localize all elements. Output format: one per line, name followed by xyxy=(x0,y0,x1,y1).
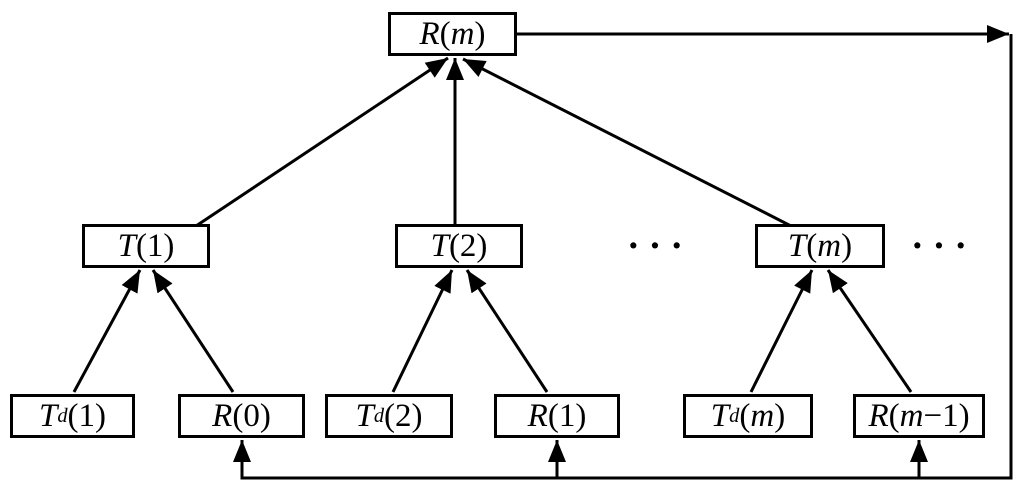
feedback-loop-to-r0 xyxy=(233,34,1013,480)
node-label-segment: m xyxy=(750,397,775,434)
node-label-segment: T xyxy=(787,227,807,264)
node-label-segment: T xyxy=(38,397,58,434)
node-label-segment: (1) xyxy=(135,227,175,264)
arrow-r1-to-t2 xyxy=(465,269,549,393)
arrow-group xyxy=(72,25,1013,480)
node-label-segment: T xyxy=(355,397,374,434)
node-label-segment: R xyxy=(868,397,889,434)
arrow-tdm-to-tm xyxy=(749,269,814,393)
node-r-1: R(1) xyxy=(494,394,620,438)
node-r-m-1: R(m−1) xyxy=(853,394,985,438)
node-label-segment: R xyxy=(527,397,548,434)
node-label-segment: (1) xyxy=(547,397,587,434)
node-label-segment: m xyxy=(899,397,924,434)
node-label-segment: (2) xyxy=(384,397,423,434)
arrow-td1-to-t1 xyxy=(72,269,142,393)
node-label-segment: ( xyxy=(739,397,751,434)
arrow-td2-to-t2 xyxy=(391,269,454,393)
node-t-m: T(m) xyxy=(755,224,885,268)
node-label-segment: ( xyxy=(888,397,900,434)
node-label-segment: T xyxy=(710,397,730,434)
ellipsis-right: ··· xyxy=(910,225,977,267)
node-label-segment: ) xyxy=(474,15,486,52)
node-label-segment: ) xyxy=(841,227,853,264)
node-label-segment: (1) xyxy=(67,397,107,434)
node-label-segment: T xyxy=(430,227,449,264)
node-label-segment: T xyxy=(117,227,136,264)
node-r-0: R(0) xyxy=(178,394,305,438)
node-label-segment: −1) xyxy=(923,397,970,434)
node-label-segment: ( xyxy=(439,15,451,52)
arrow-t1-to-rm xyxy=(195,56,449,228)
node-label-segment: ) xyxy=(774,397,786,434)
node-label-segment: m xyxy=(450,15,475,52)
node-label-segment: (2) xyxy=(448,227,488,264)
node-label-segment: ( xyxy=(806,227,818,264)
node-label-segment: R xyxy=(419,15,440,52)
ellipsis-middle: ··· xyxy=(626,225,693,267)
arrow-r0-to-t1 xyxy=(151,269,235,393)
node-t-2: T(2) xyxy=(395,224,523,268)
arrow-rm1-to-tm xyxy=(826,269,913,393)
node-label-segment: R xyxy=(212,397,233,434)
node-label-segment: m xyxy=(817,227,842,264)
arrow-tm-to-rm xyxy=(462,57,792,228)
node-label-segment: (0) xyxy=(232,397,271,434)
node-t-1: T(1) xyxy=(82,224,210,268)
node-r-m: R(m) xyxy=(388,12,517,56)
